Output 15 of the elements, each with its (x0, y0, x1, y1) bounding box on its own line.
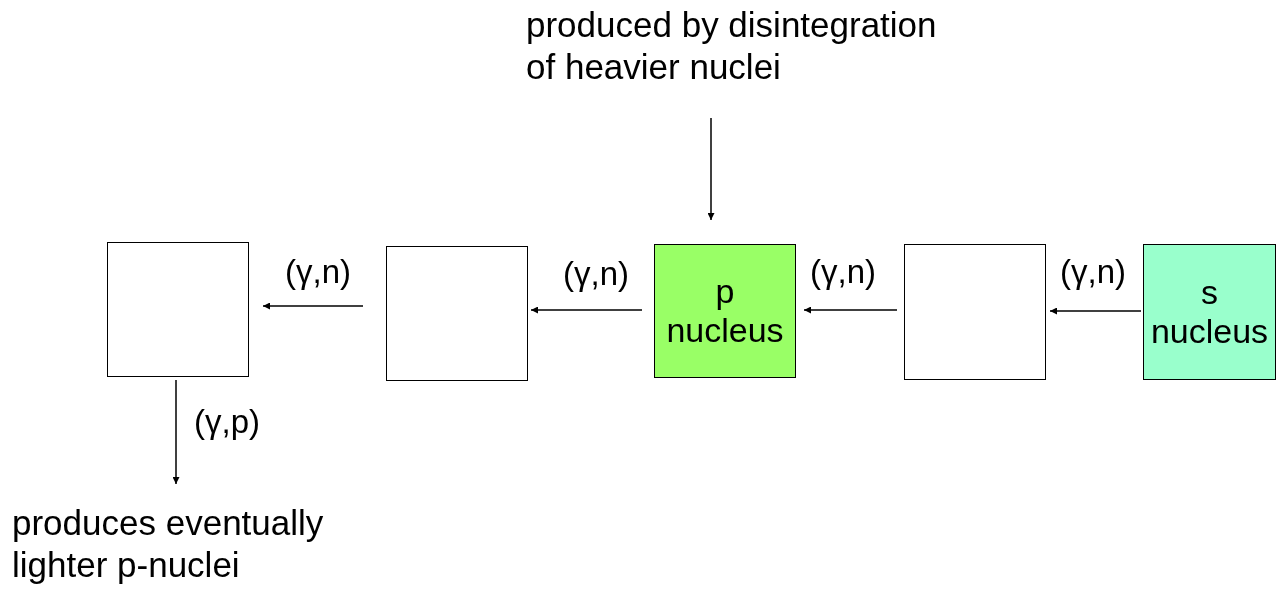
arrow (530, 306, 643, 314)
nucleus-box (1143, 244, 1276, 380)
arrow (172, 379, 180, 485)
arrow (803, 306, 898, 314)
node-label: s nucleus (1149, 272, 1270, 352)
arrow (707, 117, 715, 221)
empty-box (386, 246, 528, 381)
nucleus-box (654, 244, 796, 378)
empty-box (904, 244, 1046, 380)
annotation-text: produced by disintegration of heavier nuclei (526, 4, 938, 88)
empty-box (107, 242, 249, 377)
arrow (1049, 307, 1142, 315)
arrow (262, 302, 364, 310)
node-label: p nucleus (665, 271, 785, 351)
annotation-text: produces eventually lighter p-nuclei (12, 502, 325, 586)
